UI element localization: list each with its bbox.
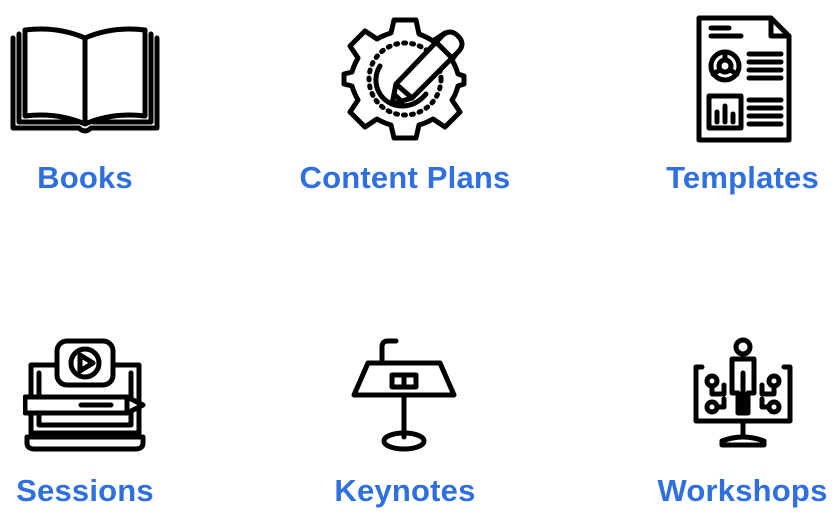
tile-content-plans[interactable]: Content Plans xyxy=(290,12,520,196)
tile-workshops[interactable]: Workshops xyxy=(655,335,830,509)
tile-label: Content Plans xyxy=(299,160,511,195)
laptop-video-icon xyxy=(23,338,146,452)
tile-templates[interactable]: Templates xyxy=(655,12,830,196)
tile-label: Templates xyxy=(666,160,819,195)
tile-label: Keynotes xyxy=(334,473,476,508)
tile-sessions[interactable]: Sessions xyxy=(0,335,170,509)
tile-books[interactable]: Books xyxy=(0,12,170,196)
presenter-screen-icon xyxy=(693,337,792,448)
tile-label: Books xyxy=(37,160,133,195)
lectern-icon xyxy=(351,338,457,452)
report-document-icon xyxy=(696,15,791,143)
gear-pencil-icon xyxy=(341,17,467,141)
tile-keynotes[interactable]: Keynotes xyxy=(320,335,490,509)
tile-label: Sessions xyxy=(16,473,154,508)
tile-label: Workshops xyxy=(657,473,828,508)
open-book-icon xyxy=(10,26,160,134)
